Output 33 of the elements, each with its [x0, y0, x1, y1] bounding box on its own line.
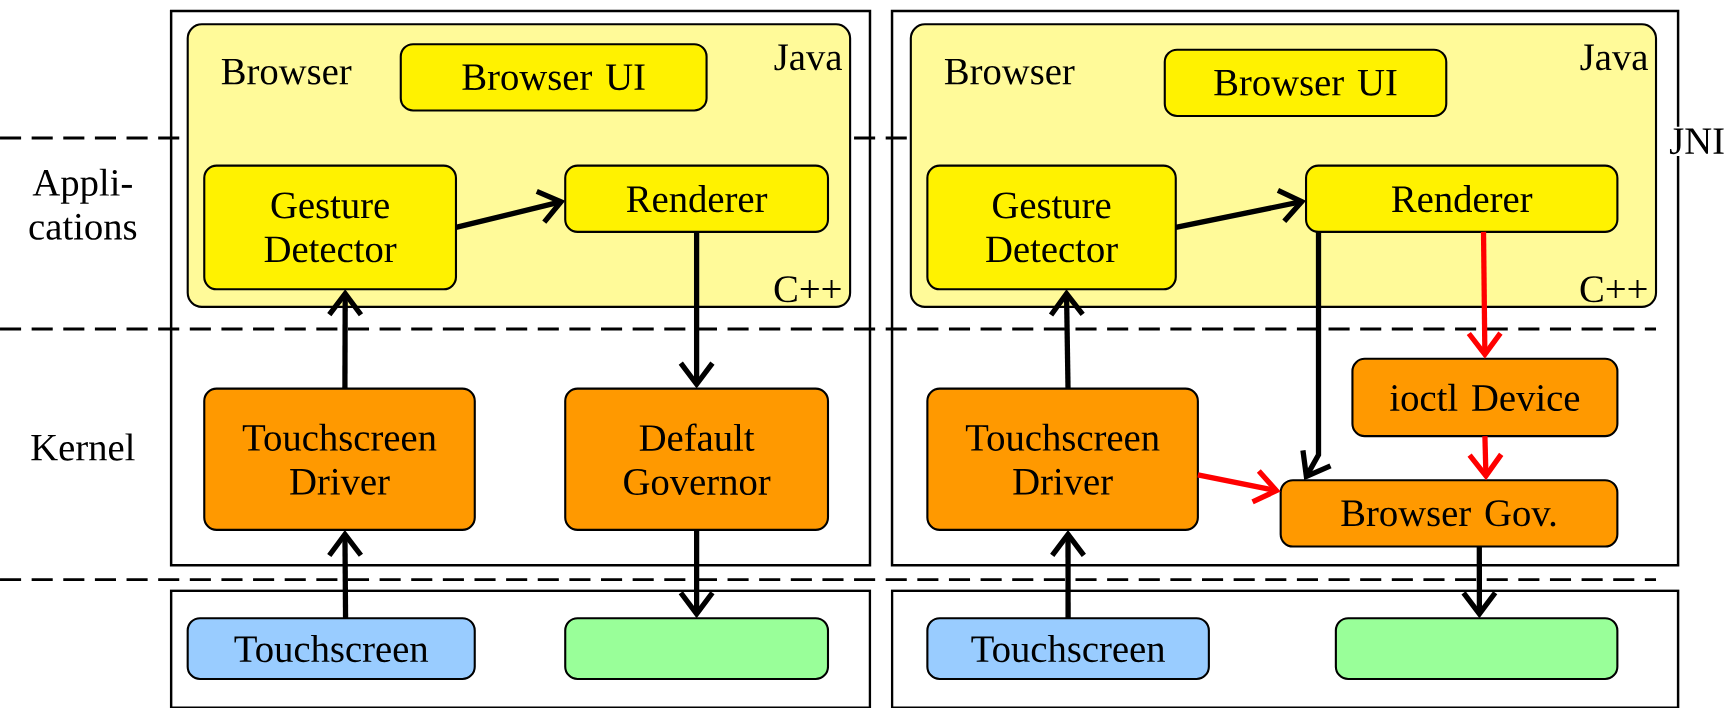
arrow	[1461, 546, 1498, 619]
chip-box	[1334, 617, 1619, 680]
device-box: Touchscreen	[186, 617, 476, 680]
panel-frame	[890, 589, 1680, 708]
arrow	[1300, 231, 1332, 481]
panel-frame	[169, 589, 872, 708]
process-box: Touchscreen Driver	[926, 387, 1199, 531]
arrow	[327, 289, 364, 389]
arrow	[678, 231, 715, 389]
arrow	[1048, 289, 1085, 389]
process-box: Default Governor	[564, 387, 830, 531]
arrow	[327, 529, 363, 619]
process-box: Gesture Detector	[926, 164, 1177, 291]
chip-box	[564, 617, 830, 680]
interface-label: JNI	[1667, 126, 1727, 156]
process-box: Renderer	[1305, 164, 1619, 233]
panel-frame	[169, 9, 872, 567]
layer-label: Appli- cations	[29, 168, 137, 240]
process-box: Browser UI	[1163, 48, 1448, 117]
process-box: Gesture Detector	[203, 164, 458, 291]
process-box: ioctl Device	[1351, 357, 1619, 438]
process-box: Touchscreen Driver	[203, 387, 476, 531]
arrow	[455, 188, 566, 230]
device-box: Touchscreen	[926, 617, 1210, 680]
arrow	[1466, 231, 1503, 359]
process-box: Browser Gov.	[1279, 479, 1619, 548]
arrow	[1197, 469, 1281, 505]
arrow	[1175, 187, 1307, 230]
arrow	[1050, 529, 1086, 619]
layer-label: Kernel	[31, 433, 135, 461]
process-box: Browser UI	[399, 43, 708, 112]
process-box: Renderer	[564, 164, 830, 233]
arrow	[678, 529, 715, 619]
